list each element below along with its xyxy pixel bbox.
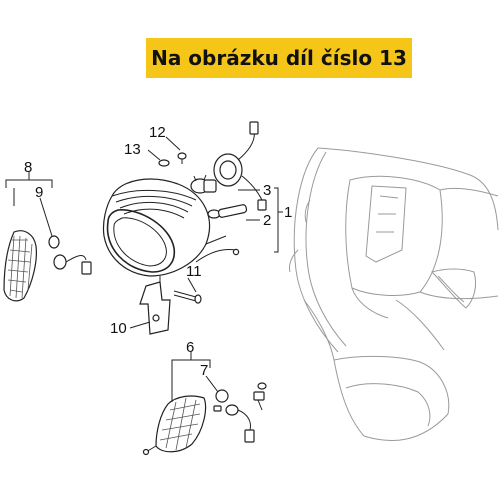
callout-7: 7: [200, 362, 208, 379]
banner-text: Na obrázku díl číslo 13: [151, 46, 407, 70]
right-turn-signal: [142, 382, 267, 456]
callout-6: 6: [186, 339, 194, 356]
callout-11: 11: [186, 263, 202, 280]
mounting-bracket: [139, 281, 171, 335]
callout-8: 8: [24, 159, 32, 176]
callout-numbers: 12 13 3 2 1 11 10 8 9 6 7: [24, 124, 292, 379]
parking-bulb: [207, 204, 248, 219]
leader-lines: [5, 136, 283, 402]
part-number-banner: Na obrázku díl číslo 13: [146, 38, 412, 78]
callout-13: 13: [124, 141, 141, 158]
screw-and-washer: [158, 152, 187, 167]
mounting-bolt: [173, 290, 202, 304]
callout-10: 10: [110, 320, 127, 337]
callout-3: 3: [263, 182, 271, 199]
callout-2: 2: [263, 212, 271, 229]
bulb-socket-assembly: [213, 121, 267, 211]
headlamp-housing: [102, 178, 240, 284]
scooter-front-outline: [289, 147, 499, 441]
callout-9: 9: [35, 184, 43, 201]
left-turn-signal: [3, 230, 92, 302]
callout-12: 12: [149, 124, 166, 141]
callout-1: 1: [284, 204, 292, 221]
headlamp-bulb: [190, 174, 217, 194]
